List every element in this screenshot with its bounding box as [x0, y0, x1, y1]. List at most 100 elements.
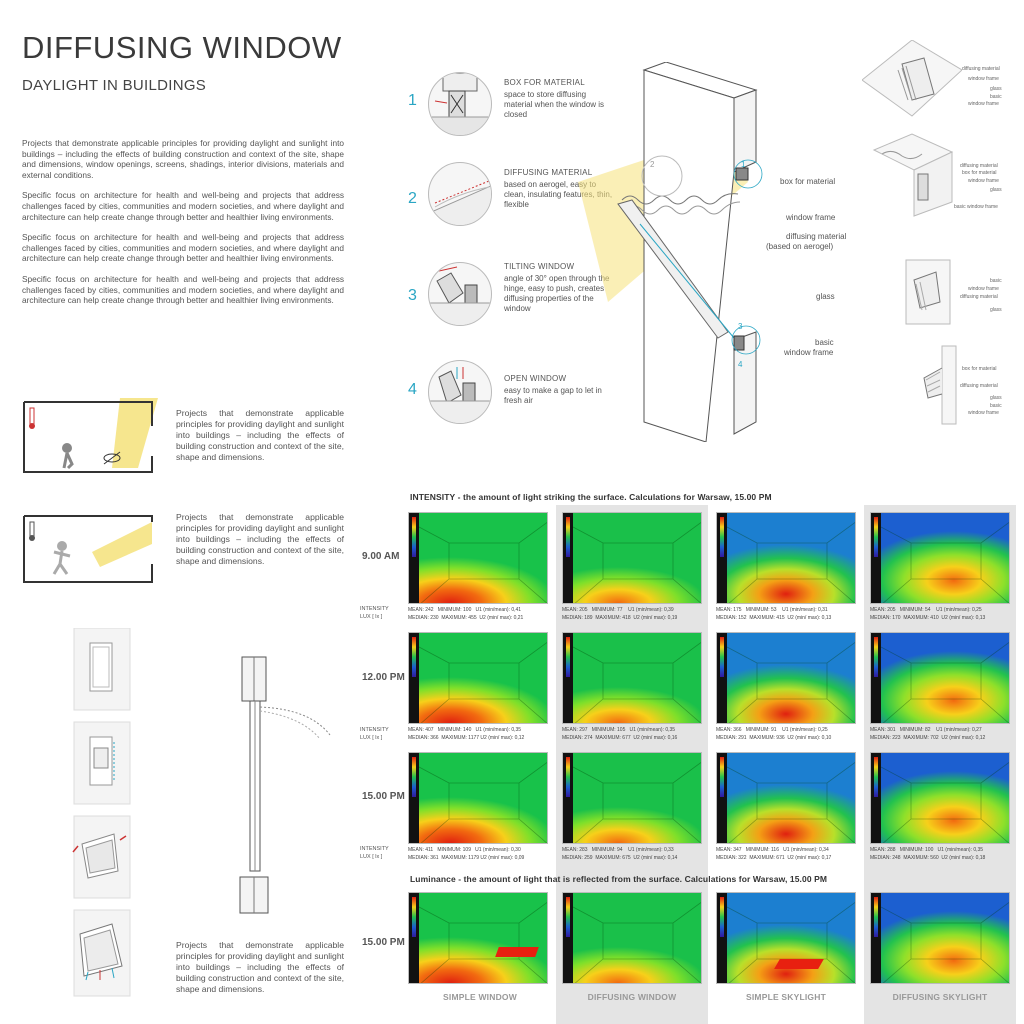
color-scale-bar	[566, 897, 570, 937]
axo-label: box for material	[962, 366, 997, 372]
color-scale-legend	[717, 513, 727, 603]
stats-line: MEDIAN: 322 MAXIMUM: 671 U2 (min/ max): …	[716, 854, 832, 861]
color-scale-legend	[717, 753, 727, 843]
vertical-section-drawing	[239, 656, 331, 914]
stats-line: MEDIAN: 189 MAXIMUM: 418 U2 (min/ max): …	[562, 614, 678, 621]
stats-line: MEDIAN: 259 MAXIMUM: 675 U2 (min/ max): …	[562, 854, 678, 861]
axo-label: window frame	[968, 101, 999, 107]
callout-number: 1	[741, 160, 746, 169]
axo-label: basic	[990, 278, 1002, 284]
intensity-stats: MEAN: 347 MINIMUM: 116 U1 (min/mean): 0,…	[716, 847, 831, 862]
stats-line: MEDIAN: 223 MAXIMUM: 702 U2 (min/ max): …	[870, 734, 986, 741]
intensity-stats: MEAN: 411 MINIMUM: 109 U1 (min/mean): 0,…	[408, 847, 524, 862]
detail-circle-material	[428, 162, 492, 226]
color-scale-legend	[409, 893, 419, 983]
color-scale-bar	[566, 757, 570, 797]
intensity-stats: MEAN: 175 MINIMUM: 53 U1 (min/mean): 0,3…	[716, 607, 831, 622]
unit-label: INTENSITY LUX [ lx ]	[360, 846, 389, 861]
room-perspective-lines	[572, 641, 701, 723]
label-box-for-material: box for material	[780, 177, 836, 186]
page-title: DIFFUSING WINDOW	[22, 30, 342, 65]
color-scale-bar	[720, 637, 724, 677]
intensity-stats: MEAN: 205 MINIMUM: 54 U1 (min/mean): 0,2…	[870, 607, 985, 622]
color-scale-bar	[412, 757, 416, 797]
room-caption-2: Projects that demonstrate applicable pri…	[176, 512, 344, 566]
color-scale-legend	[409, 633, 419, 723]
unit-label-line: INTENSITY	[360, 727, 389, 733]
intensity-stats: MEAN: 297 MINIMUM: 105 U1 (min/mean): 0,…	[562, 727, 677, 742]
color-scale-legend	[717, 633, 727, 723]
intro-paragraph: Projects that demonstrate applicable pri…	[22, 138, 344, 180]
step-description: easy to make a gap to let in fresh air	[504, 386, 602, 405]
stats-line: MEAN: 411 MINIMUM: 109 U1 (min/mean): 0,…	[408, 847, 521, 853]
room-caption-1: Projects that demonstrate applicable pri…	[176, 408, 344, 462]
room-perspective-lines	[418, 521, 547, 603]
axo-label: basic	[990, 403, 1002, 409]
step-number: 4	[408, 381, 417, 398]
axo-label: window frame	[968, 410, 999, 416]
color-scale-bar	[874, 757, 878, 797]
step-title: BOX FOR MATERIAL	[504, 78, 585, 87]
callout-number: 2	[650, 160, 655, 169]
time-label: 15.00 PM	[362, 937, 405, 948]
intro-text: Projects that demonstrate applicable pri…	[22, 138, 344, 316]
intensity-stats: MEAN: 301 MINIMUM: 82 U1 (min/mean): 0,2…	[870, 727, 985, 742]
label-glass: glass	[816, 292, 835, 301]
heatmap-image	[716, 892, 856, 984]
room-perspective-lines	[726, 901, 855, 983]
heatmap-image	[562, 512, 702, 604]
intensity-stats: MEAN: 242 MINIMUM: 100 U1 (min/mean): 0,…	[408, 607, 523, 622]
stats-line: MEDIAN: 366 MAXIMUM: 1177 U2 (min/ max):…	[408, 734, 525, 741]
column-label-diffusing-window: DIFFUSING WINDOW	[587, 992, 677, 1002]
color-scale-legend	[871, 753, 881, 843]
axo-label: basic	[990, 94, 1002, 100]
step-description: based on aerogel, easy to clean, insulat…	[504, 180, 613, 209]
intensity-stats: MEAN: 288 MINIMUM: 100 U1 (min/mean): 0,…	[870, 847, 985, 862]
page-subtitle: DAYLIGHT IN BUILDINGS	[22, 77, 207, 94]
color-scale-legend	[717, 893, 727, 983]
heatmap-image	[716, 632, 856, 724]
axo-label: box for material	[962, 170, 997, 176]
heatmap-image	[562, 632, 702, 724]
stats-line: MEAN: 407 MINIMUM: 140 U1 (min/mean): 0,…	[408, 727, 522, 733]
column-label-simple-skylight: SIMPLE SKYLIGHT	[746, 992, 826, 1002]
axo-detail-4	[923, 345, 957, 425]
step-description: space to store diffusing material when t…	[504, 90, 605, 119]
stats-line: MEAN: 205 MINIMUM: 77 U1 (min/mean): 0,3…	[562, 607, 674, 613]
room-diagram-diffused	[23, 515, 153, 583]
color-scale-bar	[412, 637, 416, 677]
unit-label: INTENSITY LUX [ lx ]	[360, 727, 389, 742]
axo-label: window frame	[968, 76, 999, 82]
room-perspective-lines	[880, 521, 1009, 603]
unit-label-line: INTENSITY	[360, 846, 389, 852]
detail-circle-tilting	[428, 262, 492, 326]
time-label: 9.00 AM	[362, 551, 400, 562]
heatmap-image	[870, 632, 1010, 724]
axo-label: diffusing material	[960, 383, 998, 389]
callout-number: 3	[738, 322, 743, 331]
heatmap-image	[716, 752, 856, 844]
axo-label: glass	[990, 187, 1002, 193]
heatmap-image	[870, 512, 1010, 604]
label-aerogel: (based on aerogel)	[766, 242, 834, 251]
stats-line: MEAN: 288 MINIMUM: 100 U1 (min/mean): 0,…	[870, 847, 984, 853]
axo-label: glass	[990, 395, 1002, 401]
bright-patch	[495, 947, 539, 957]
heatmap-image	[562, 892, 702, 984]
callout-number: 4	[738, 360, 743, 369]
stats-line: MEAN: 242 MINIMUM: 100 U1 (min/mean): 0,…	[408, 607, 522, 613]
unit-label: INTENSITY LUX [ lx ]	[360, 606, 389, 621]
room-diagram-direct-sun	[23, 398, 158, 473]
stats-line: MEDIAN: 361 MAXIMUM: 1179 U2 (min/ max):…	[408, 854, 525, 861]
stats-line: MEAN: 205 MINIMUM: 54 U1 (min/mean): 0,2…	[870, 607, 982, 613]
stats-line: MEDIAN: 248 MAXIMUM: 560 U2 (min/ max): …	[870, 854, 986, 861]
color-scale-legend	[871, 633, 881, 723]
label-basic-window-frame: window frame	[784, 348, 834, 357]
unit-label-line: LUX [ lx ]	[360, 613, 383, 620]
color-scale-legend	[871, 893, 881, 983]
label-window-frame: window frame	[786, 213, 836, 222]
stats-line: MEAN: 175 MINIMUM: 53 U1 (min/mean): 0,3…	[716, 607, 828, 613]
room-perspective-lines	[418, 761, 547, 843]
time-label: 12.00 PM	[362, 672, 405, 683]
heatmap-image	[562, 752, 702, 844]
